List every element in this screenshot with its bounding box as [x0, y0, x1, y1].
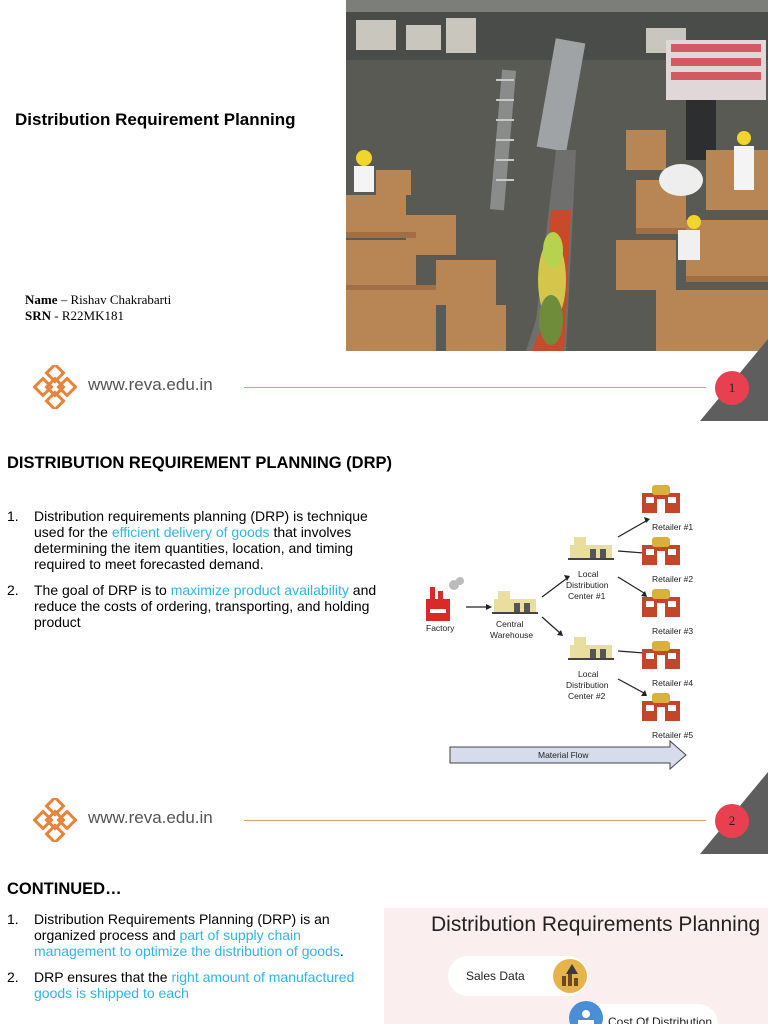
label-retailer-5: Retailer #5 [652, 730, 693, 740]
author-info: Name – Rishav Chakrabarti SRN - R22MK181 [25, 292, 171, 324]
list-text: . [339, 943, 344, 959]
sales-chart-icon [553, 959, 587, 993]
label-factory: Factory [426, 623, 455, 633]
footer-divider [244, 820, 706, 821]
warehouse-icon [568, 637, 614, 660]
label-ldc1-3: Center #1 [568, 591, 606, 601]
list-text: that involves determining the item quant… [34, 524, 354, 572]
retail-store-icon [642, 589, 680, 617]
footer-divider [244, 387, 706, 388]
arrow-icon [617, 576, 647, 597]
cost-of-distribution-pill: Cost Of Distribution [569, 1001, 718, 1024]
arrow-icon [541, 616, 563, 636]
footer-url: www.reva.edu.in [88, 375, 213, 394]
bullet-list: 1. Distribution requirements planning (D… [7, 508, 382, 640]
label-ldc2-2: Distribution [566, 680, 609, 690]
list-text: Distribution requirements planning (DRP)… [34, 508, 368, 540]
list-text: DRP ensures that the [34, 969, 172, 985]
retail-store-icon [642, 537, 680, 565]
label-central-2: Warehouse [490, 630, 533, 640]
retail-store-icon [642, 485, 680, 513]
label-retailer-3: Retailer #3 [652, 626, 693, 636]
slide-footer: www.reva.edu.in 1 [0, 339, 768, 433]
list-highlight: right amount of manufactured goods is sh… [34, 969, 355, 1001]
sales-data-label: Sales Data [466, 969, 525, 983]
distribution-icon [569, 1001, 603, 1024]
slide-footer: www.reva.edu.in 2 [0, 772, 768, 866]
retail-store-icon [642, 641, 680, 669]
list-text: and reduce the costs of ordering, transp… [34, 582, 377, 630]
arrow-icon [617, 678, 647, 696]
list-number: 1. [7, 911, 19, 927]
material-flow-arrow [449, 739, 687, 771]
slide-title: Distribution Requirement Planning [15, 110, 296, 129]
label-retailer-4: Retailer #4 [652, 678, 693, 688]
cost-of-distribution-label: Cost Of Distribution [608, 1015, 713, 1024]
label-ldc1-2: Distribution [566, 580, 609, 590]
warehouse-icon [568, 537, 614, 560]
page-number-badge: 2 [715, 804, 749, 838]
reva-knot-logo-icon [33, 365, 77, 409]
srn-line: SRN - R22MK181 [25, 308, 171, 324]
infographic-title: Distribution Requirements Planning [431, 913, 761, 936]
name-value: – Rishav Chakrabarti [57, 292, 172, 307]
warehouse-photo-illustration [346, 0, 768, 351]
label-retailer-2: Retailer #2 [652, 574, 693, 584]
name-line: Name – Rishav Chakrabarti [25, 292, 171, 308]
label-retailer-1: Retailer #1 [652, 522, 693, 532]
label-ldc1-1: Local [578, 569, 598, 579]
bullet-list: 1. Distribution Requirements Planning (D… [7, 911, 377, 1011]
list-highlight: efficient delivery of goods [111, 524, 270, 540]
arrow-icon [466, 604, 492, 610]
sales-data-pill: Sales Data [448, 956, 588, 996]
list-number: 1. [7, 508, 19, 524]
arrow-icon [617, 517, 650, 538]
list-highlight: maximize product availability [170, 582, 349, 598]
list-number: 2. [7, 969, 19, 985]
warehouse-icon [492, 591, 538, 614]
warehouse-photo [346, 0, 768, 351]
list-text: Distribution Requirements Planning (DRP)… [34, 911, 330, 943]
footer-url: www.reva.edu.in [88, 808, 213, 827]
list-item: 1. Distribution requirements planning (D… [7, 508, 382, 572]
factory-icon [426, 577, 464, 621]
slide-heading: DISTRIBUTION REQUIREMENT PLANNING (DRP) [7, 454, 392, 472]
slide-3: CONTINUED… 1. Distribution Requirements … [0, 866, 768, 1024]
slide-1: Distribution Requirement Planning Name –… [0, 0, 768, 433]
srn-value: - R22MK181 [51, 308, 124, 323]
retail-store-icon [642, 693, 680, 721]
slide-heading: CONTINUED… [7, 880, 122, 898]
label-ldc2-3: Center #2 [568, 691, 606, 701]
drp-infographic: Distribution Requirements Planning Sales… [384, 908, 768, 1024]
label-central-1: Central [496, 619, 524, 629]
label-ldc2-1: Local [578, 669, 598, 679]
list-number: 2. [7, 582, 19, 598]
list-item: 2. DRP ensures that the right amount of … [7, 969, 377, 1001]
reva-knot-logo-icon [33, 798, 77, 842]
list-item: 1. Distribution Requirements Planning (D… [7, 911, 377, 959]
list-highlight: part of supply chain management to optim… [34, 927, 340, 959]
arrow-icon [541, 575, 570, 598]
page-number-badge: 1 [715, 371, 749, 405]
slide-2: DISTRIBUTION REQUIREMENT PLANNING (DRP) … [0, 433, 768, 866]
list-text: The goal of DRP is to [34, 582, 171, 598]
label-material-flow: Material Flow [538, 750, 589, 760]
drp-network-diagram: Factory Central Warehouse Local Distribu… [426, 485, 693, 771]
name-label: Name [25, 292, 58, 307]
list-item: 2. The goal of DRP is to maximize produc… [7, 582, 382, 630]
srn-label: SRN [25, 308, 52, 323]
